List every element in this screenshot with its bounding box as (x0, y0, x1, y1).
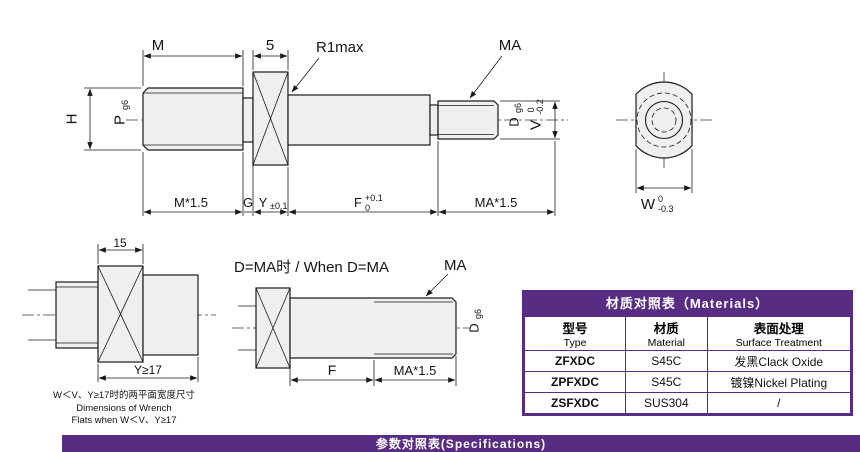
wrench-flats-drawing: 15 Y≥17 (22, 236, 216, 382)
dma-dimension-lines (289, 273, 457, 386)
material-value: S45C (625, 350, 708, 372)
chain-label-y: Y (259, 195, 268, 210)
materials-table: 材质对照表（Materials） 型号 Type 材质 Material 表面处… (522, 290, 853, 416)
chain-label-g: G (243, 195, 253, 210)
thread-circle-dashed (636, 92, 692, 148)
wrench-flats-profile (28, 265, 199, 363)
col-header-material-en: Material (647, 337, 685, 349)
material-value: S45C (625, 371, 708, 393)
dim-label-ma15: MA*1.5 (394, 363, 437, 378)
w-dimension-lines (635, 149, 693, 193)
label-v-lower-tol: -0.2 (535, 99, 545, 115)
col-header-type-en: Type (563, 337, 587, 349)
chain-label-y-tol: ±0.1 (270, 201, 287, 211)
dim-label-ma: MA (499, 37, 522, 54)
col-header-treatment-en: Surface Treatment (735, 337, 822, 349)
end-face-with-flats (635, 81, 693, 159)
materials-header-row: 型号 Type 材质 Material 表面处理 Surface Treatme… (523, 316, 852, 351)
wrench-dimension-lines (97, 244, 199, 382)
chain-label-f: F (354, 195, 362, 210)
chain-label-f-upper-tol: +0.1 (365, 193, 383, 203)
treatment-value: / (706, 392, 852, 414)
table-row: ZSFXDC SUS304 / (523, 392, 852, 414)
materials-table-title: 材质对照表（Materials） (524, 292, 851, 316)
dim-label-15: 15 (113, 236, 127, 250)
bore-circle-dashed (651, 107, 677, 133)
chain-label-ma15: MA*1.5 (475, 195, 518, 210)
col-header-type: 型号 Type (523, 316, 627, 351)
specifications-bar-title: 参数对照表(Specifications) (375, 437, 547, 451)
type-code: ZFXDC (523, 350, 627, 372)
col-header-treatment: 表面处理 Surface Treatment (706, 316, 852, 351)
dim-label-w-upper-tol: 0 (658, 194, 663, 204)
label-p: P (112, 115, 129, 125)
label-d-tolerance: g6 (473, 309, 483, 319)
chain-label-f-lower-tol: 0 (365, 203, 370, 213)
label-d: D (507, 117, 522, 126)
dim-label-r1max: R1max (316, 39, 364, 56)
dim-label-m: M (152, 37, 165, 54)
dim-label-w: W (641, 196, 656, 213)
dim-label-w-lower-tol: -0.3 (658, 204, 674, 214)
main-dimension-lines (84, 50, 560, 216)
col-header-type-zh: 型号 (562, 322, 588, 336)
d-equals-ma-drawing: D=MA时 / When D=MA MA F MA*1.5 D g6 (232, 257, 483, 386)
chain-label-m15: M*1.5 (174, 195, 208, 210)
treatment-value: 镀镍Nickel Plating (706, 371, 852, 393)
specifications-bar: 参数对照表(Specifications) (62, 435, 860, 452)
table-row: ZPFXDC S45C 镀镍Nickel Plating (523, 371, 852, 393)
label-v: V (528, 120, 545, 130)
wrench-caption-en-line1: Dimensions of Wrench (76, 402, 172, 414)
wrench-caption-zh: W＜V、Y≥17时的两平面宽度尺寸 (53, 390, 195, 401)
label-d: D (467, 323, 482, 332)
type-code: ZPFXDC (523, 371, 627, 393)
main-shaft-drawing: H P g6 M 5 R1max MA D g6 V 0 -0.2 M*1.5 … (64, 37, 568, 216)
col-header-material-zh: 材质 (653, 322, 679, 336)
col-header-material: 材质 Material (625, 316, 708, 351)
dim-label-f: F (328, 362, 337, 378)
label-p-tolerance: g6 (120, 100, 130, 110)
shaft-profile (142, 71, 499, 166)
table-row: ZFXDC S45C 发黑Clack Oxide (523, 350, 852, 372)
dma-shaft-profile (238, 287, 457, 369)
materials-grid: 型号 Type 材质 Material 表面处理 Surface Treatme… (523, 316, 852, 414)
inner-circle (644, 100, 684, 140)
dim-label-h: H (64, 114, 81, 125)
treatment-value: 发黑Clack Oxide (706, 350, 852, 372)
type-code: ZSFXDC (523, 392, 627, 414)
col-header-treatment-zh: 表面处理 (753, 322, 804, 336)
dma-label-ma: MA (444, 257, 467, 274)
dim-label-5: 5 (266, 37, 274, 54)
dim-label-y17: Y≥17 (134, 363, 162, 377)
end-view-drawing: W 0 -0.3 (616, 72, 712, 214)
material-value: SUS304 (625, 392, 708, 414)
label-v-upper-tol: 0 (526, 107, 536, 112)
wrench-caption-en-line2: Flats when W＜V、Y≥17 (71, 415, 177, 426)
main-view-labels: H P g6 M 5 R1max MA D g6 V 0 -0.2 M*1.5 … (64, 37, 546, 213)
label-d-tolerance: g6 (513, 103, 523, 113)
wrench-caption: W＜V、Y≥17时的两平面宽度尺寸 Dimensions of Wrench F… (20, 390, 228, 428)
dma-title: D=MA时 / When D=MA (234, 259, 389, 276)
